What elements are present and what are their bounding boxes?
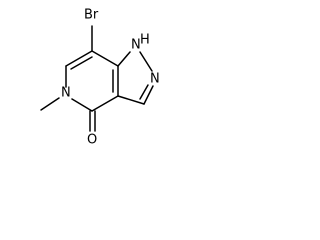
bond-n2-c3-inner: [139, 84, 149, 100]
bond-n1-n2: [139, 51, 153, 72]
nh-hydrogen-label: H: [140, 33, 150, 48]
nh-nitrogen-label: N: [131, 38, 141, 53]
carbonyl-oxygen-label: O: [87, 133, 97, 148]
molecule-diagram: Br H N N N O: [40, 8, 160, 148]
pyridone-n5-label: N: [61, 86, 71, 101]
bond-c7a-n1: [117, 51, 131, 67]
bond-c6-c7: [65, 50, 93, 67]
bond-c7-c7a: [91, 50, 119, 67]
bond-c6-c7-inner: [70, 56, 93, 70]
bond-n2-c3: [143, 85, 154, 105]
pyrazole-n2-label: N: [150, 72, 160, 87]
bond-c4-n5: [71, 98, 93, 112]
bond-n5-methyl: [40, 97, 60, 111]
bond-c3a-c4: [91, 95, 119, 112]
bond-c3-c3a: [117, 95, 145, 105]
bromine-label: Br: [84, 8, 99, 23]
